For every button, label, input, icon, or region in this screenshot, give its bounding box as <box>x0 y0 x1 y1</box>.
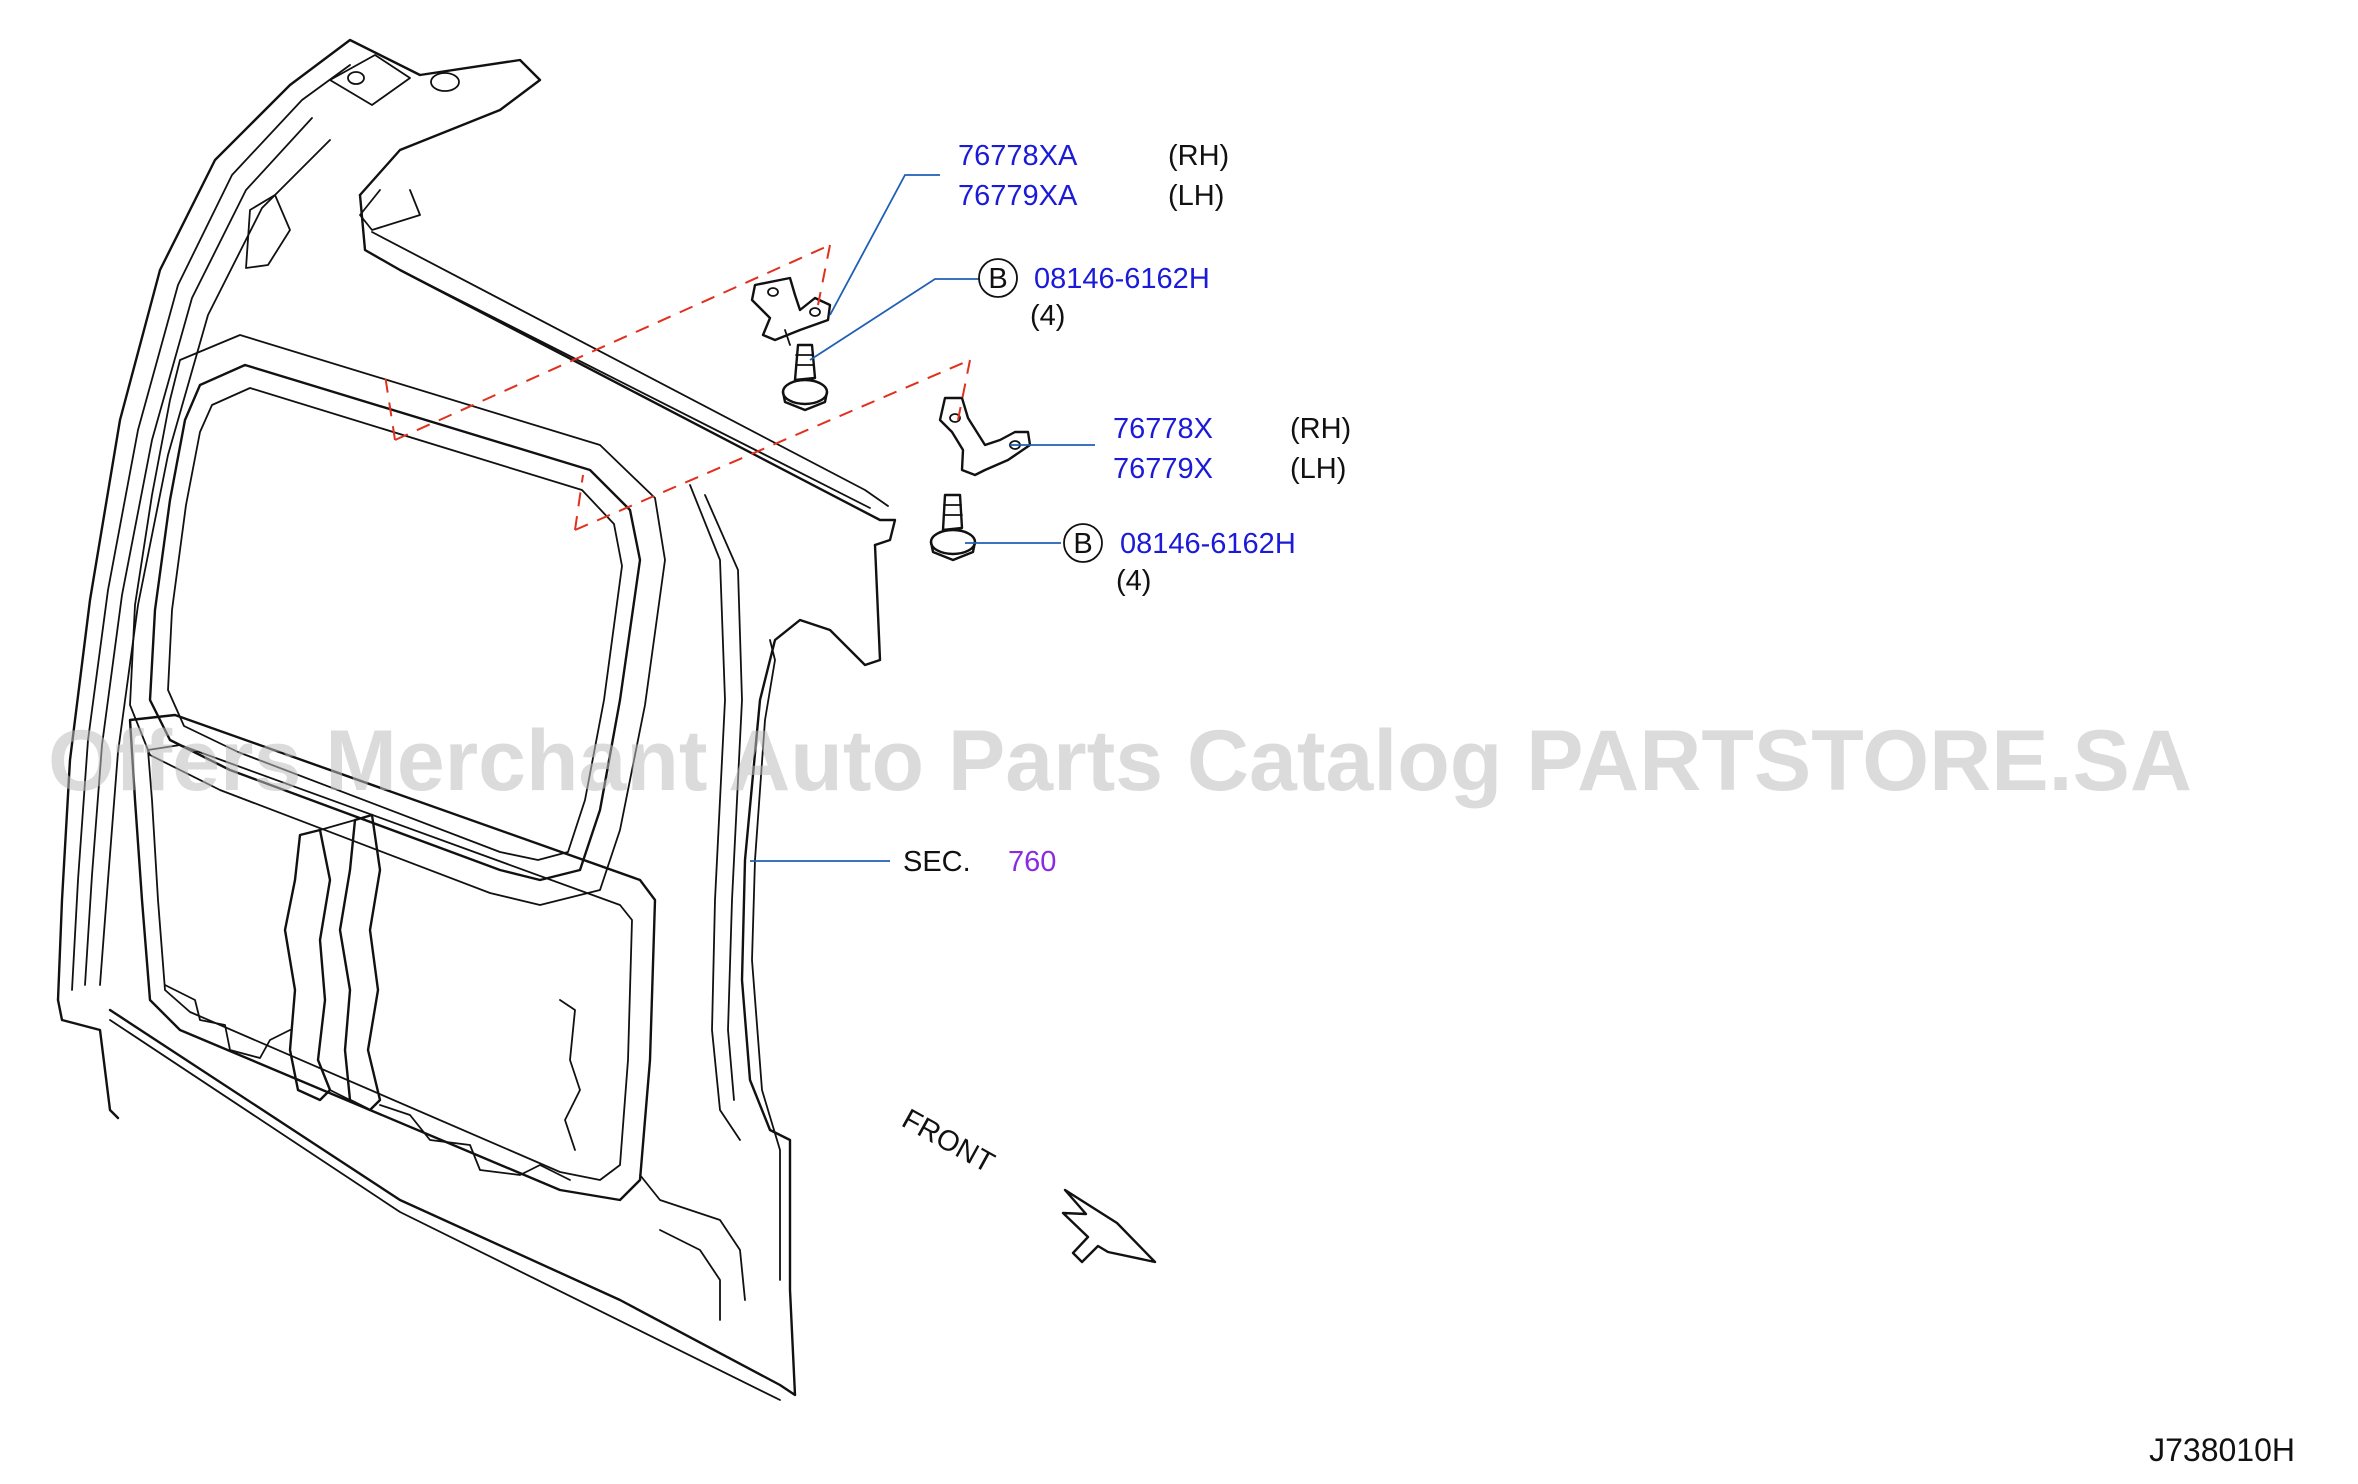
upper-bolt-drawing <box>781 343 829 412</box>
lower-bolt-drawing <box>929 493 977 562</box>
part-number-76778x: 76778X <box>1113 413 1213 445</box>
callout-upper-bolt: B 08146-6162H (4) <box>978 258 1210 332</box>
bolt-symbol-b: B <box>1073 528 1092 560</box>
side-label-rh: (RH) <box>1168 140 1229 172</box>
callout-lower-bolt: B 08146-6162H (4) <box>1063 523 1296 597</box>
body-side-panel-drawing <box>56 38 897 1401</box>
section-prefix: SEC. <box>903 846 971 878</box>
side-label-rh: (RH) <box>1290 413 1351 445</box>
installation-phantom-lines <box>384 244 971 531</box>
callout-section: SEC. 760 <box>903 846 1056 878</box>
callout-lower-bracket: 76778X (RH) 76779X (LH) <box>1113 413 1351 485</box>
part-number-76779x: 76779X <box>1113 453 1213 485</box>
front-direction-indicator: FRONT <box>897 1103 1157 1264</box>
part-number-08146-6162h: 08146-6162H <box>1120 528 1296 560</box>
upper-bracket-drawing <box>750 276 832 346</box>
bolt-symbol-b: B <box>988 263 1007 295</box>
quantity-label: (4) <box>1116 565 1151 597</box>
watermark-text: Offers Merchant Auto Parts Catalog PARTS… <box>48 713 2192 809</box>
lower-bracket-drawing <box>938 396 1032 477</box>
side-label-lh: (LH) <box>1290 453 1346 485</box>
part-number-08146-6162h: 08146-6162H <box>1034 263 1210 295</box>
side-label-lh: (LH) <box>1168 180 1224 212</box>
section-number: 760 <box>1008 846 1056 878</box>
part-number-76778xa: 76778XA <box>958 140 1078 172</box>
front-label: FRONT <box>897 1103 1000 1180</box>
leader-lines <box>750 174 1095 862</box>
part-number-76779xa: 76779XA <box>958 180 1078 212</box>
drawing-code: J738010H <box>2149 1432 2295 1468</box>
bolt-symbol-circle <box>978 258 1018 298</box>
bolt-symbol-circle <box>1063 523 1103 563</box>
front-arrow-icon <box>1061 1188 1157 1264</box>
quantity-label: (4) <box>1030 300 1065 332</box>
callout-upper-bracket: 76778XA (RH) 76779XA (LH) <box>958 140 1229 212</box>
